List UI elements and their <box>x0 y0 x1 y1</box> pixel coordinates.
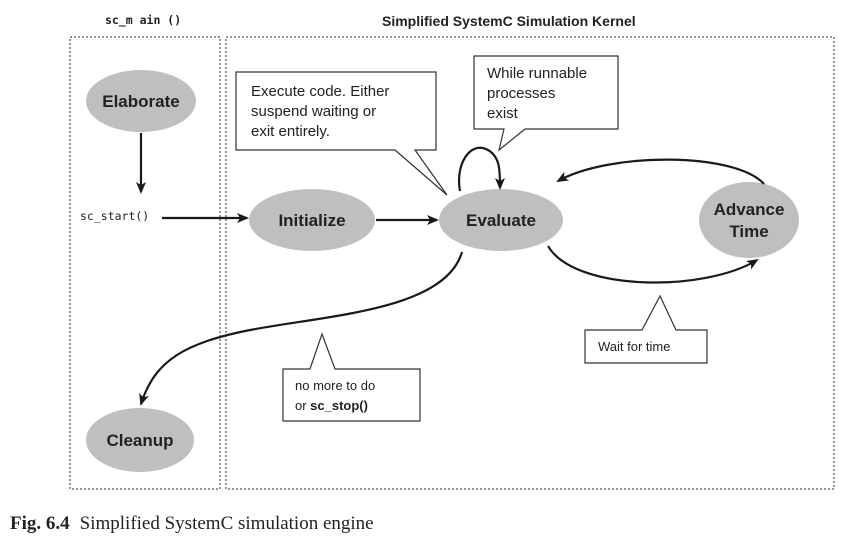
arrow-evaluate-to-advance <box>547 245 759 284</box>
note-execute: Execute code. Either suspend waiting or … <box>235 71 448 196</box>
note-runnable-line-3: exist <box>487 105 519 122</box>
node-elaborate: Elaborate <box>86 70 196 132</box>
figure-label: Fig. 6.4 <box>10 513 70 534</box>
arrow-advance-to-evaluate <box>556 158 765 185</box>
node-advance-time-label-2: Time <box>729 222 768 241</box>
node-evaluate: Evaluate <box>439 189 563 251</box>
note-runnable-line-2: processes <box>487 85 555 102</box>
figure-caption-text: Simplified SystemC simulation engine <box>79 513 374 534</box>
arrow-evaluate-self-loop <box>457 146 505 192</box>
kernel-title: Simplified SystemC Simulation Kernel <box>382 13 636 29</box>
note-runnable-line-1: While runnable <box>487 65 587 82</box>
node-elaborate-label: Elaborate <box>102 92 179 111</box>
figure-caption: Fig. 6.4 Simplified SystemC simulation en… <box>10 513 374 535</box>
note-nomore: no more to do or sc_stop() <box>282 332 421 422</box>
note-nomore-sc-stop: sc_stop() <box>310 398 368 413</box>
note-execute-line-1: Execute code. Either <box>251 83 389 100</box>
node-cleanup-label: Cleanup <box>106 431 173 450</box>
sc-main-panel <box>69 36 221 490</box>
node-evaluate-label: Evaluate <box>466 211 536 230</box>
arrow-evaluate-to-cleanup <box>139 251 464 406</box>
sc-main-title: sc_m ain () <box>105 13 181 28</box>
node-initialize: Initialize <box>249 189 375 251</box>
node-cleanup: Cleanup <box>86 408 194 472</box>
note-wait-text: Wait for time <box>598 339 670 354</box>
node-advance-time: Advance Time <box>699 182 799 258</box>
note-execute-line-2: suspend waiting or <box>251 103 376 120</box>
simulation-diagram: sc_m ain () Simplified SystemC Simulatio… <box>69 13 835 490</box>
note-nomore-or: or <box>295 398 310 413</box>
sc-start-label: sc_start() <box>80 209 149 223</box>
kernel-panel <box>225 36 835 490</box>
note-nomore-line-2: or sc_stop() <box>295 398 368 413</box>
note-execute-line-3: exit entirely. <box>251 123 330 140</box>
node-advance-time-label-1: Advance <box>714 200 785 219</box>
node-initialize-label: Initialize <box>278 211 345 230</box>
note-wait: Wait for time <box>584 294 708 364</box>
note-nomore-line-1: no more to do <box>295 378 375 393</box>
note-runnable: While runnable processes exist <box>473 55 619 152</box>
